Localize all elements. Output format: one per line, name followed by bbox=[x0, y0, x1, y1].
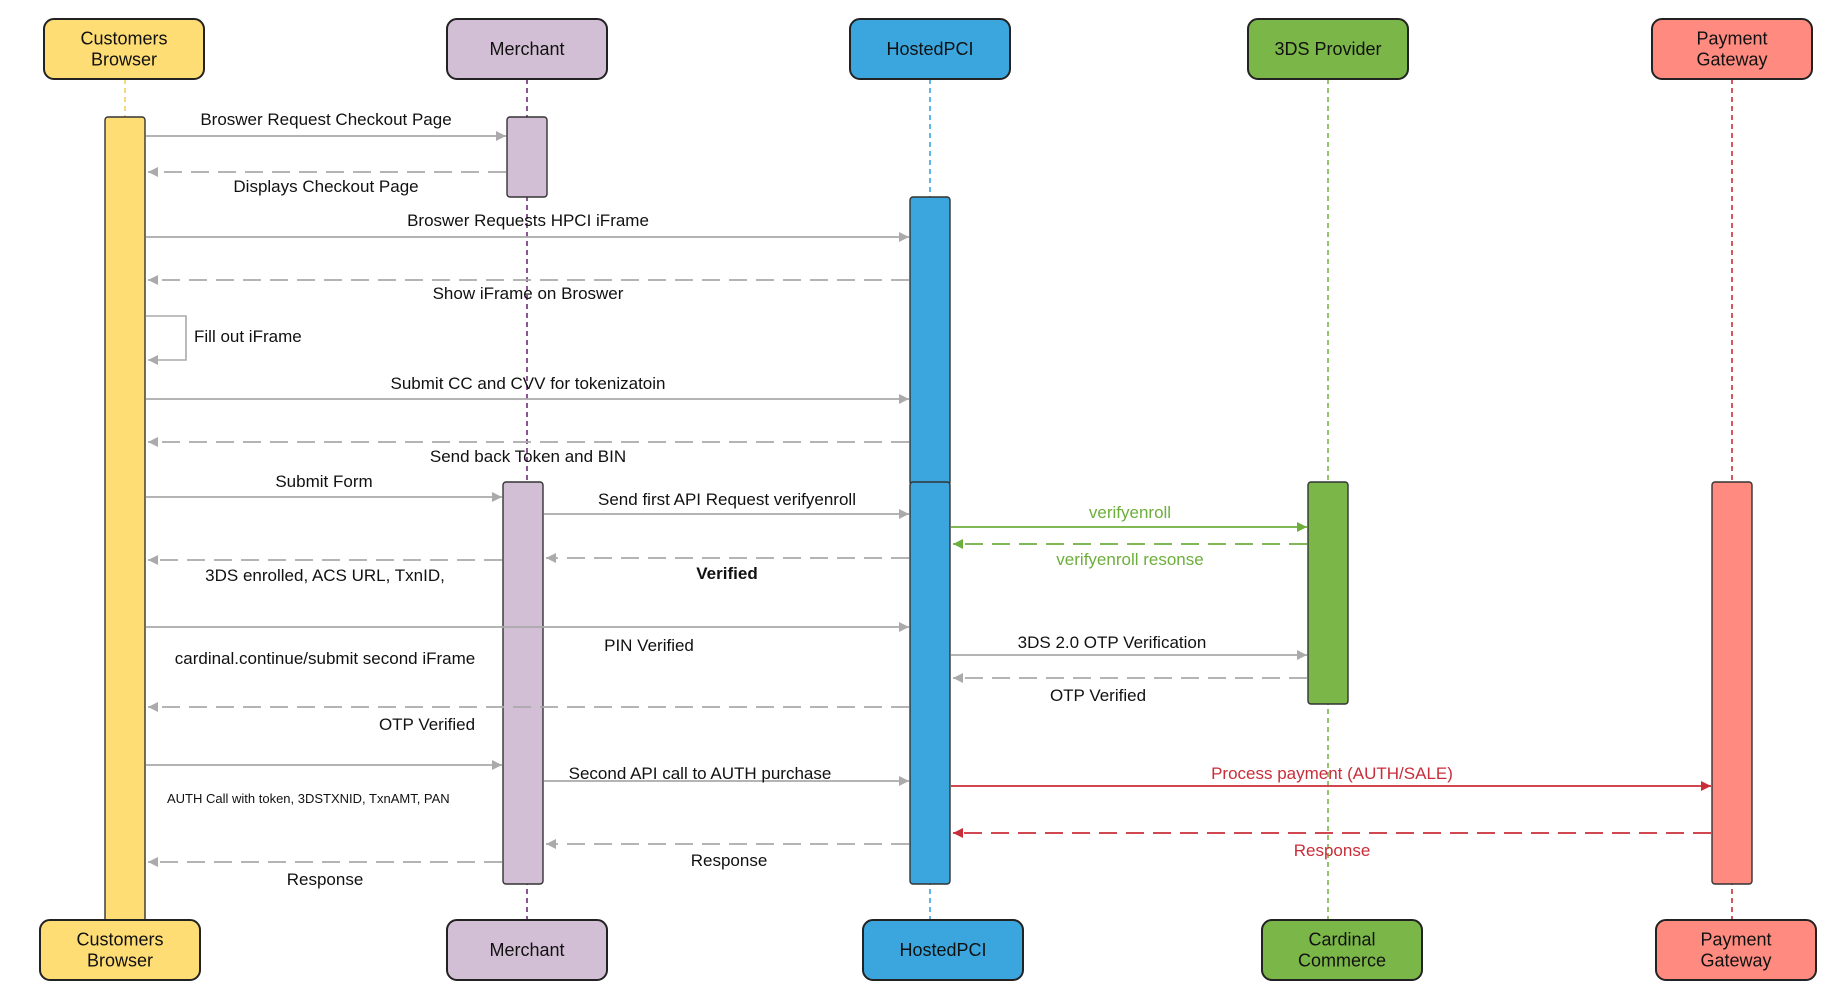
participant-top-label-merchant-1: Merchant bbox=[489, 39, 564, 59]
msg-label-m1: Broswer Request Checkout Page bbox=[200, 110, 451, 129]
msg-label-m7: Send back Token and BIN bbox=[430, 447, 626, 466]
msg-label-m17: OTP Verified bbox=[1050, 686, 1146, 705]
participant-bottom-label-customers-browser-1: Customers bbox=[76, 930, 163, 950]
msg-label-m9: Send first API Request verifyenroll bbox=[598, 490, 856, 509]
activation-customers-browser bbox=[104, 116, 146, 926]
msg-label-m11: verifyenroll resonse bbox=[1056, 550, 1203, 569]
participant-top-hostedpci bbox=[849, 18, 1011, 80]
participant-bottom-label-payment-gateway-2: Gateway bbox=[1700, 951, 1771, 971]
participant-bottom-payment-gateway bbox=[1655, 919, 1817, 981]
self-message-fill-out-iframe bbox=[146, 315, 187, 365]
participant-bottom-label-merchant-1: Merchant bbox=[489, 940, 564, 960]
participant-bottom-label-hostedpci-1: HostedPCI bbox=[899, 940, 986, 960]
participant-bottom-label-payment-gateway-1: Payment bbox=[1700, 930, 1771, 950]
msg-label-m14: PIN Verified bbox=[604, 636, 694, 655]
msg-label-m19: AUTH Call with token, 3DSTXNID, TxnAMT, … bbox=[167, 791, 450, 806]
msg-label-m24: Response bbox=[287, 870, 364, 889]
msg-label-m6: Submit CC and CVV for tokenizatoin bbox=[391, 374, 666, 393]
participant-bottom-label-3ds-provider-1: Cardinal bbox=[1308, 930, 1375, 950]
participant-bottom-customers-browser bbox=[39, 919, 201, 981]
participant-top-merchant bbox=[446, 18, 608, 80]
msg-label-m18: OTP Verified bbox=[379, 715, 475, 734]
msg-label-m13: 3DS enrolled, ACS URL, TxnID, bbox=[205, 566, 445, 585]
msg-label-m10: verifyenroll bbox=[1089, 503, 1171, 522]
msg-label-m15: cardinal.continue/submit second iFrame bbox=[175, 649, 475, 668]
participant-top-payment-gateway bbox=[1651, 18, 1813, 80]
msg-label-m4: Show iFrame on Broswer bbox=[433, 284, 624, 303]
participant-top-label-payment-gateway-1: Payment bbox=[1696, 29, 1767, 49]
participant-bottom-merchant bbox=[446, 919, 608, 981]
msg-label-m8: Submit Form bbox=[275, 472, 372, 491]
participant-bottom-label-3ds-provider-2: Commerce bbox=[1298, 951, 1386, 971]
participant-top-customers-browser bbox=[43, 18, 205, 80]
participant-top-label-customers-browser-1: Customers bbox=[80, 29, 167, 49]
msg-label-m23: Response bbox=[691, 851, 768, 870]
msg-label-m16: 3DS 2.0 OTP Verification bbox=[1018, 633, 1207, 652]
participant-top-label-payment-gateway-2: Gateway bbox=[1696, 50, 1767, 70]
msg-label-m3: Broswer Requests HPCI iFrame bbox=[407, 211, 649, 230]
msg-label-m12: Verified bbox=[696, 564, 757, 583]
participant-bottom-hostedpci bbox=[862, 919, 1024, 981]
participant-bottom-label-customers-browser-2: Browser bbox=[87, 951, 153, 971]
activation-hostedpci-2 bbox=[909, 481, 951, 885]
msg-label-m22: Response bbox=[1294, 841, 1371, 860]
participant-top-label-customers-browser-2: Browser bbox=[91, 50, 157, 70]
msg-label-m21: Process payment (AUTH/SALE) bbox=[1211, 764, 1453, 783]
msg-label-m5: Fill out iFrame bbox=[194, 327, 302, 346]
activation-hostedpci-1 bbox=[909, 196, 951, 486]
activation-payment-gateway bbox=[1711, 481, 1753, 885]
participant-bottom-3ds-provider bbox=[1261, 919, 1423, 981]
activation-3ds-provider bbox=[1307, 481, 1349, 705]
activation-merchant-1 bbox=[506, 116, 548, 198]
activation-merchant-2 bbox=[502, 481, 544, 885]
msg-label-m20: Second API call to AUTH purchase bbox=[569, 764, 832, 783]
participant-top-label-3ds-provider-1: 3DS Provider bbox=[1274, 39, 1381, 59]
msg-label-m2: Displays Checkout Page bbox=[233, 177, 418, 196]
participant-top-3ds-provider bbox=[1247, 18, 1409, 80]
participant-top-label-hostedpci-1: HostedPCI bbox=[886, 39, 973, 59]
